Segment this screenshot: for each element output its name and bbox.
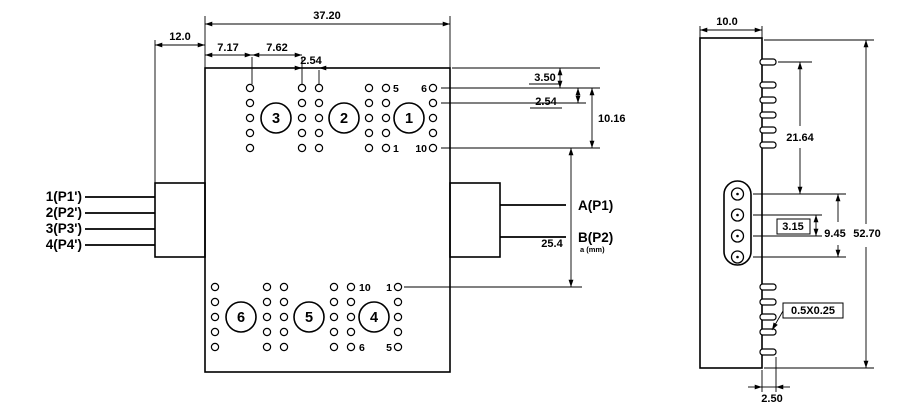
- through-hole-slot: [723, 180, 752, 266]
- side-body: [699, 37, 763, 369]
- dim-row-span: 10.16: [598, 113, 626, 125]
- pin-column: [314, 83, 324, 153]
- pin-column: [262, 282, 272, 352]
- front-top-dimensions: 37.20 12.0 7.17 7.62 2.54: [154, 10, 451, 183]
- pad-number: 10: [359, 282, 371, 294]
- dim-hole-pitch: 3.15: [782, 221, 803, 233]
- front-right-dimensions: 3.50 2.54 10.16 25.4: [404, 67, 626, 288]
- coil-number: 4: [370, 310, 378, 326]
- coil-number: 2: [340, 111, 348, 127]
- units-note: a (mm): [580, 245, 605, 254]
- smd-pad: [759, 58, 777, 66]
- leader-line: [771, 310, 784, 331]
- dim-pad-size: 0.5X0.25: [791, 305, 835, 317]
- pin-column: [428, 83, 438, 153]
- pin-column: [381, 83, 391, 153]
- lead-label-p2: 2(P2'): [46, 205, 82, 220]
- hole-center: [736, 234, 739, 238]
- basic-dim-box: [776, 218, 811, 235]
- pin-column: [393, 282, 403, 352]
- dim-block-gap: 25.4: [541, 238, 563, 250]
- dim-edge-to-col1: 7.17: [217, 42, 238, 54]
- coil-circle: [358, 301, 390, 333]
- left-lead-wires: 1(P1') 2(P2') 3(P3') 4(P4'): [46, 189, 155, 252]
- side-smd-pads: [759, 58, 777, 356]
- coil-number: 5: [305, 310, 313, 326]
- lead-label-p3: 3(P3'): [46, 221, 82, 236]
- coil-circle: [225, 301, 257, 333]
- dim-col-pitch: 7.62: [266, 42, 287, 54]
- dim-pad-overhang: 2.50: [761, 393, 782, 405]
- smd-pad: [759, 126, 777, 134]
- top-pad-block: 5 6 1 10 3 2 1: [245, 83, 438, 155]
- front-body-outline: [154, 67, 501, 373]
- pad-number: 6: [421, 83, 427, 95]
- coil-circle: [328, 102, 360, 134]
- lead-label-a: A(P1): [578, 198, 613, 213]
- coil-circle: [260, 102, 292, 134]
- coil-circle: [293, 301, 325, 333]
- basic-dim-box: [782, 302, 844, 319]
- dim-overall-height: 52.70: [853, 228, 881, 240]
- dim-pin-pitch-right: 2.54: [535, 96, 557, 108]
- left-flange: [154, 182, 206, 258]
- side-dimensions: 10.0 21.64 3.15 9.45 52.70: [699, 16, 881, 405]
- coil-number: 6: [237, 310, 245, 326]
- smd-pad: [759, 328, 777, 336]
- pin-column: [245, 83, 255, 153]
- lead-label-p4: 4(P4'): [46, 237, 82, 252]
- bottom-pad-block: 10 1 6 5 6 5 4: [210, 282, 403, 354]
- pad-number: 1: [386, 282, 392, 294]
- dim-pin-pitch-top: 2.54: [300, 55, 322, 67]
- coil-number: 1: [405, 111, 413, 127]
- smd-pad: [759, 313, 777, 321]
- pin-column: [364, 83, 374, 153]
- lead-label-p1: 1(P1'): [46, 189, 82, 204]
- pin-column: [279, 282, 289, 352]
- smd-pad: [759, 283, 777, 291]
- dim-depth: 10.0: [716, 16, 737, 28]
- right-flange: [449, 182, 501, 258]
- smd-pad: [759, 348, 777, 356]
- pad-number: 10: [415, 143, 427, 155]
- smd-pad: [759, 96, 777, 104]
- dim-overall-width: 37.20: [313, 10, 341, 22]
- hole-center: [736, 192, 739, 196]
- right-lead-wires: A(P1) B(P2) a (mm): [500, 198, 613, 254]
- pin-column: [297, 83, 307, 153]
- side-view: 10.0 21.64 3.15 9.45 52.70: [699, 16, 881, 405]
- lead-label-b: B(P2): [578, 230, 613, 245]
- pad-number: 5: [386, 342, 392, 354]
- slot-outline: [723, 180, 752, 266]
- pin-column: [346, 282, 356, 352]
- smd-pad: [759, 81, 777, 89]
- smd-pad: [759, 111, 777, 119]
- hole-center: [736, 213, 739, 217]
- smd-pad: [759, 141, 777, 149]
- pad-number: 6: [359, 342, 365, 354]
- dim-hole-span: 9.45: [824, 228, 845, 240]
- dim-pad-to-hole: 21.64: [786, 132, 814, 144]
- pin-column: [329, 282, 339, 352]
- coil-number: 3: [272, 111, 280, 127]
- dim-top-margin: 3.50: [534, 72, 555, 84]
- pin-column: [210, 282, 220, 352]
- pad-number: 5: [393, 83, 399, 95]
- hole-center: [736, 255, 739, 259]
- pad-number: 1: [393, 143, 399, 155]
- front-view: 1(P1') 2(P2') 3(P3') 4(P4') A(P1) B(P2) …: [46, 10, 626, 373]
- smd-pad: [759, 298, 777, 306]
- dim-flange-width: 12.0: [169, 31, 190, 43]
- coil-circle: [393, 102, 425, 134]
